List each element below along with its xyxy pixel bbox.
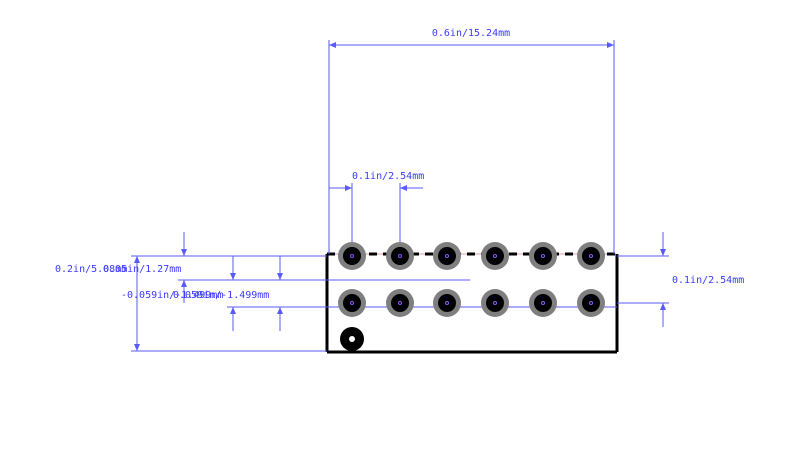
half-arrow-bottom [181,280,187,287]
height-arrow-top [134,256,140,263]
pad-bottom-6-center [589,301,593,305]
pad-bottom-1-hole [343,294,361,312]
height-arrow-bottom [134,344,140,351]
pad-top-6-hole [582,247,600,265]
pitch-arrow-2 [400,185,407,191]
pad-bottom-2-hole [391,294,409,312]
dim-row-pitch: 0.1in/2.54mm [672,275,744,286]
dim-half-pitch: 0.05in/1.27mm [103,264,181,275]
pad-bottom-3-center [445,301,449,305]
pad-top-5-hole [534,247,552,265]
pad-top-5-center [541,254,545,258]
pin1-marker-dot [349,336,355,342]
offset-arrow-4 [277,307,283,314]
pad-bottom-3-hole [438,294,456,312]
pad-array [338,242,605,317]
dim-pitch: 0.1in/2.54mm [352,171,424,182]
pad-bottom-4-hole [486,294,504,312]
arrow-right [607,42,614,48]
dim-offset-mm: 0.059in/-1.499mm [173,290,269,301]
offset-arrow-2 [277,273,283,280]
pitch-arrow-1 [345,185,352,191]
pad-top-1-center [350,254,354,258]
pad-bottom-4-center [493,301,497,305]
dim-overall-width: 0.6in/15.24mm [432,28,510,39]
courtyard-outline [326,253,617,352]
pad-top-4-hole [486,247,504,265]
pad-bottom-1-center [350,301,354,305]
half-arrow-top [181,249,187,256]
dim-overall-height: 0.2in/5.08mm [55,264,127,275]
pad-bottom-6-hole [582,294,600,312]
pad-top-3-center [445,254,449,258]
pad-top-4-center [493,254,497,258]
dim-offset-in: -0.059in/-1.499mm [121,290,223,301]
offset-arrow-3 [230,307,236,314]
pad-bottom-5-hole [534,294,552,312]
row-arrow-top [660,249,666,256]
pad-top-2-hole [391,247,409,265]
offset-arrow-1 [230,273,236,280]
arrow-left [329,42,336,48]
pad-top-3-hole [438,247,456,265]
pad-top-2-center [398,254,402,258]
pad-bottom-5-center [541,301,545,305]
pad-bottom-2-center [398,301,402,305]
pad-top-1-hole [343,247,361,265]
row-arrow-bottom [660,303,666,310]
pad-top-6-center [589,254,593,258]
